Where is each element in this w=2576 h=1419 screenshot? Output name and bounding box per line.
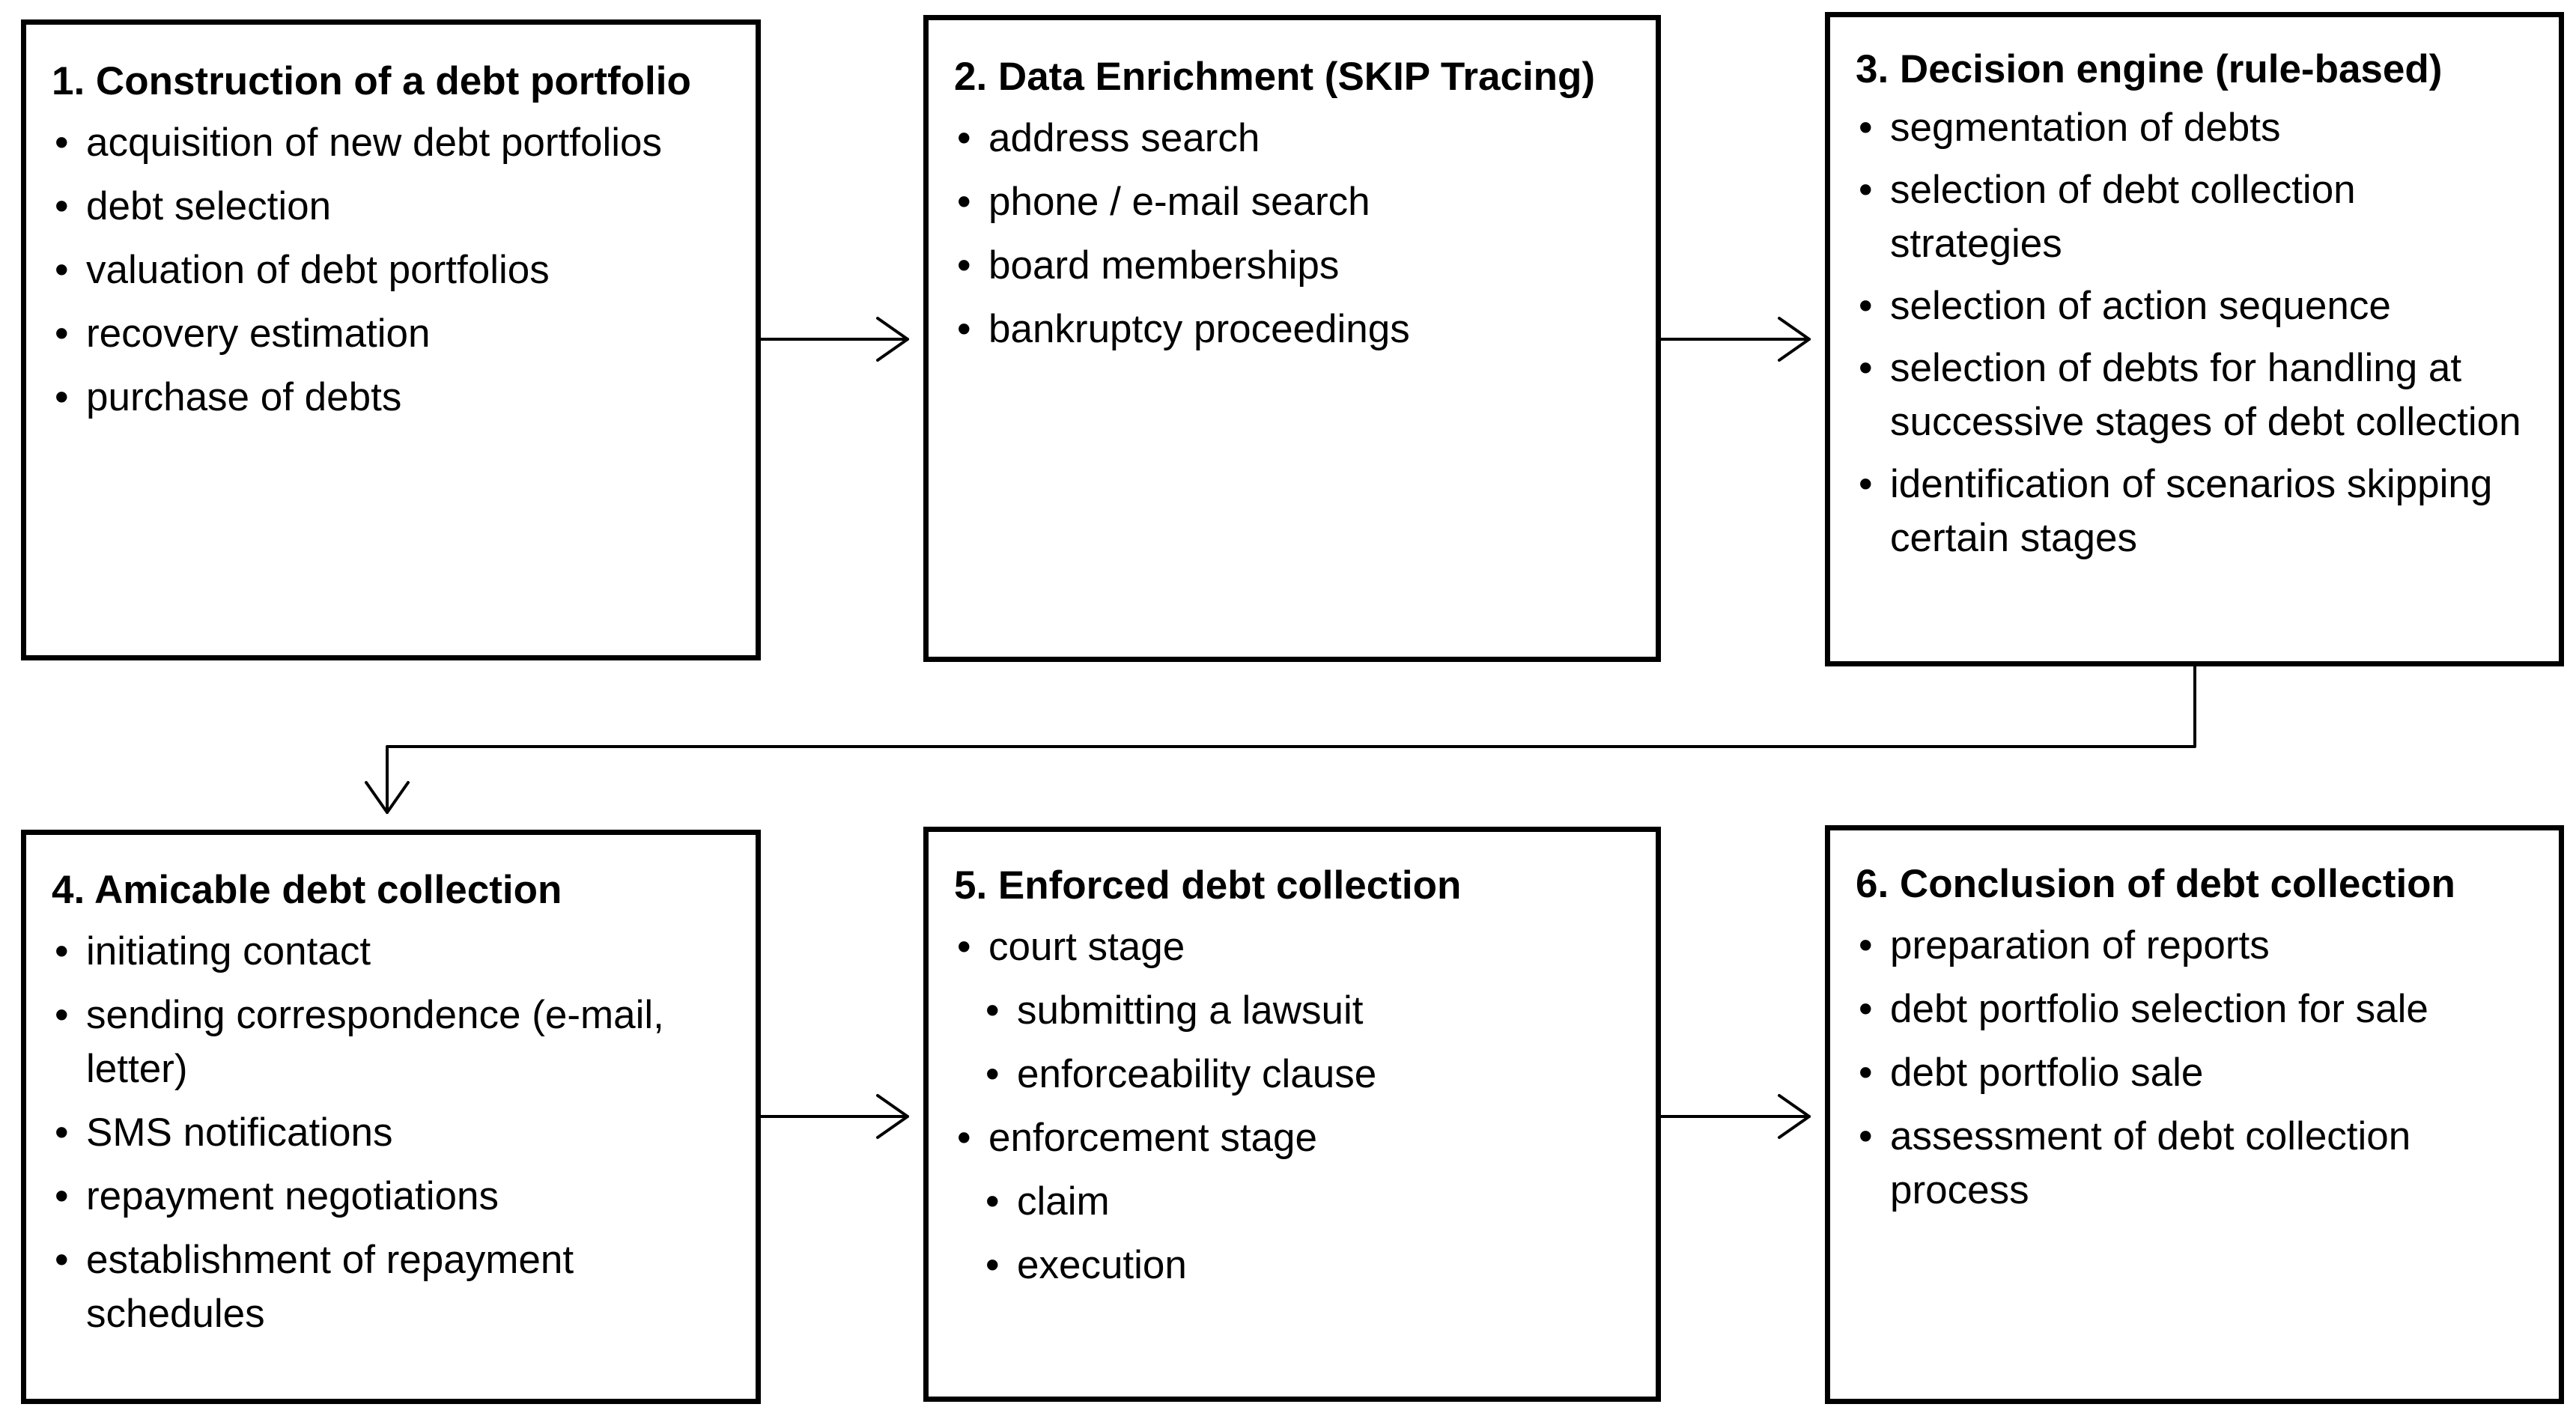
step-bullet-list: court stage submitting a lawsuit enforceab… [954,920,1630,1292]
bullet-item: phone / e-mail search [954,175,1630,229]
step-bullet-list: segmentation of debts selection of debt c… [1856,101,2533,565]
bullet-item: debt selection [52,180,730,234]
bullet-item: acquisition of new debt portfolios [52,116,730,170]
step-box-4-amicable-collection: 4. Amicable debt collection initiating c… [21,830,761,1404]
bullet-item: debt portfolio selection for sale [1856,982,2533,1036]
bullet-item: address search [954,112,1630,165]
bullet-item: recovery estimation [52,307,730,361]
arrow-step-2-to-3 [1659,317,1811,362]
bullet-item: selection of debts for handling at succe… [1856,341,2533,449]
sub-bullet-item: claim [982,1175,1630,1229]
step-box-3-decision-engine: 3. Decision engine (rule-based) segmenta… [1825,12,2564,666]
step-title: 6. Conclusion of debt collection [1856,862,2455,906]
step-bullet-list: address search phone / e-mail search board… [954,112,1630,356]
step-bullet-list: acquisition of new debt portfolios debt s… [52,116,730,425]
arrow-step-1-to-2 [759,317,909,362]
bullet-item: court stage [954,920,1630,974]
bullet-item: bankruptcy proceedings [954,303,1630,356]
bullet-item: board memberships [954,239,1630,293]
bullet-item: purchase of debts [52,371,730,425]
bullet-item: assessment of debt collection process [1856,1110,2533,1218]
arrow-step-3-to-4 [365,665,2196,814]
sub-bullet-item: submitting a lawsuit [982,984,1630,1038]
sub-bullet-item: execution [982,1239,1630,1292]
bullet-item: SMS notifications [52,1106,730,1160]
step-box-5-enforced-collection: 5. Enforced debt collection court stage s… [923,827,1661,1402]
step-title: 3. Decision engine (rule-based) [1856,47,2443,91]
step-bullet-list: preparation of reports debt portfolio sel… [1856,919,2533,1218]
bullet-item: selection of action sequence [1856,279,2533,333]
sub-bullet-item: enforceability clause [982,1048,1630,1102]
bullet-item: identification of scenarios skipping cer… [1856,458,2533,565]
bullet-item: preparation of reports [1856,919,2533,973]
step-title: 4. Amicable debt collection [52,868,562,912]
bullet-item: establishment of repayment schedules [52,1233,730,1341]
step-title: 5. Enforced debt collection [954,863,1462,908]
bullet-item: enforcement stage [954,1111,1630,1165]
bullet-item: valuation of debt portfolios [52,243,730,297]
step-title: 2. Data Enrichment (SKIP Tracing) [954,55,1596,99]
bullet-item: sending correspondence (e-mail, letter) [52,988,730,1096]
step-box-2-data-enrichment: 2. Data Enrichment (SKIP Tracing) addres… [923,15,1661,662]
arrow-step-5-to-6 [1659,1094,1811,1139]
step-box-6-conclusion: 6. Conclusion of debt collection prepara… [1825,825,2564,1404]
bullet-item: debt portfolio sale [1856,1046,2533,1100]
bullet-item: repayment negotiations [52,1170,730,1224]
step-bullet-list: initiating contact sending correspondence… [52,925,730,1341]
step-title: 1. Construction of a debt portfolio [52,59,691,103]
bullet-item: segmentation of debts [1856,101,2533,155]
bullet-item: selection of debt collection strategies [1856,163,2533,271]
step-box-1-debt-portfolio-construction: 1. Construction of a debt portfolio acqu… [21,19,761,660]
bullet-item: initiating contact [52,925,730,979]
arrow-step-4-to-5 [759,1094,909,1139]
